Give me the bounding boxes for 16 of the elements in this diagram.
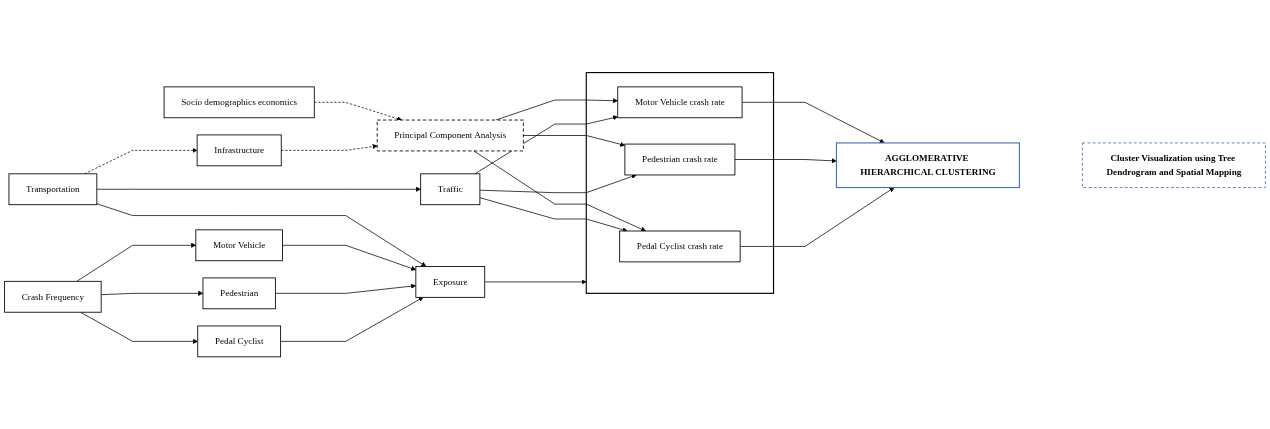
- node-box: Motor Vehicle: [195, 229, 283, 261]
- node-box: Pedestrian crash rate: [624, 143, 736, 176]
- node-box: Pedestrian: [202, 277, 276, 309]
- cluster: [585, 71, 775, 294]
- node-box: Pedal Cyclist: [197, 325, 282, 358]
- node-box: Infrastructure: [196, 134, 282, 167]
- node-box: Crash Frequency: [4, 280, 102, 313]
- node-box: Socio demographics economics: [163, 86, 315, 118]
- node-box: Exposure: [415, 265, 486, 298]
- node-box: AGGLOMERATIVE HIERARCHICAL CLUSTERING: [835, 142, 1021, 188]
- node-box: Traffic: [420, 173, 481, 205]
- node-box: Transportation: [8, 173, 98, 205]
- node-box: Principal Component Analysis: [376, 119, 524, 152]
- node-box: Cluster Visualization using Tree Dendrogram and Spatial Mapping: [1081, 142, 1266, 188]
- node-box: Pedal Cyclist crash rate: [619, 230, 741, 263]
- node-box: Motor Vehicle crash rate: [617, 86, 743, 118]
